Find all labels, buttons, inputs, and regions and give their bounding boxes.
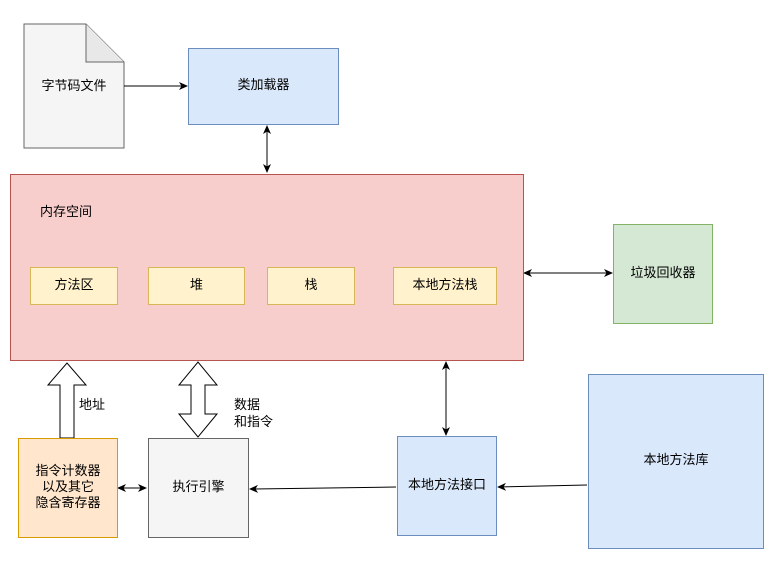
registers-node: 指令计数器 以及其它 隐含寄存器 (18, 438, 118, 538)
native-method-stack-node: 本地方法栈 (393, 267, 497, 305)
data-instructions-block-arrow (177, 361, 219, 438)
native-library-label: 本地方法库 (643, 453, 709, 469)
native-interface-label: 本地方法接口 (407, 477, 486, 493)
class-loader-node: 类加载器 (188, 48, 339, 125)
class-loader-label: 类加载器 (237, 78, 290, 94)
execution-engine-label: 执行引擎 (172, 479, 225, 495)
method-area-node: 方法区 (30, 267, 118, 305)
method-area-label: 方法区 (54, 277, 94, 293)
garbage-collector-node: 垃圾回收器 (613, 224, 713, 324)
arrow-native-interface-to-engine (249, 484, 397, 493)
bytecode-file-node: 字节码文件 (24, 62, 124, 112)
memory-space-label: 内存空间 (40, 205, 93, 220)
execution-engine-node: 执行引擎 (148, 438, 249, 538)
native-library-node: 本地方法库 (588, 374, 764, 549)
native-interface-node: 本地方法接口 (397, 436, 497, 536)
data-instructions-edge-label: 数据 和指令 (234, 398, 274, 430)
stack-node: 栈 (267, 267, 355, 305)
address-edge-label: 地址 (79, 398, 106, 413)
native-method-stack-label: 本地方法栈 (412, 277, 478, 293)
document-fold (85, 24, 124, 63)
heap-node: 堆 (148, 267, 245, 305)
heap-label: 堆 (189, 277, 203, 293)
bytecode-file-label: 字节码文件 (41, 78, 107, 94)
registers-label: 指令计数器 以及其它 隐含寄存器 (35, 463, 101, 512)
garbage-collector-label: 垃圾回收器 (630, 265, 696, 281)
arrow-library-to-interface (497, 482, 588, 491)
stack-label: 栈 (304, 277, 318, 293)
